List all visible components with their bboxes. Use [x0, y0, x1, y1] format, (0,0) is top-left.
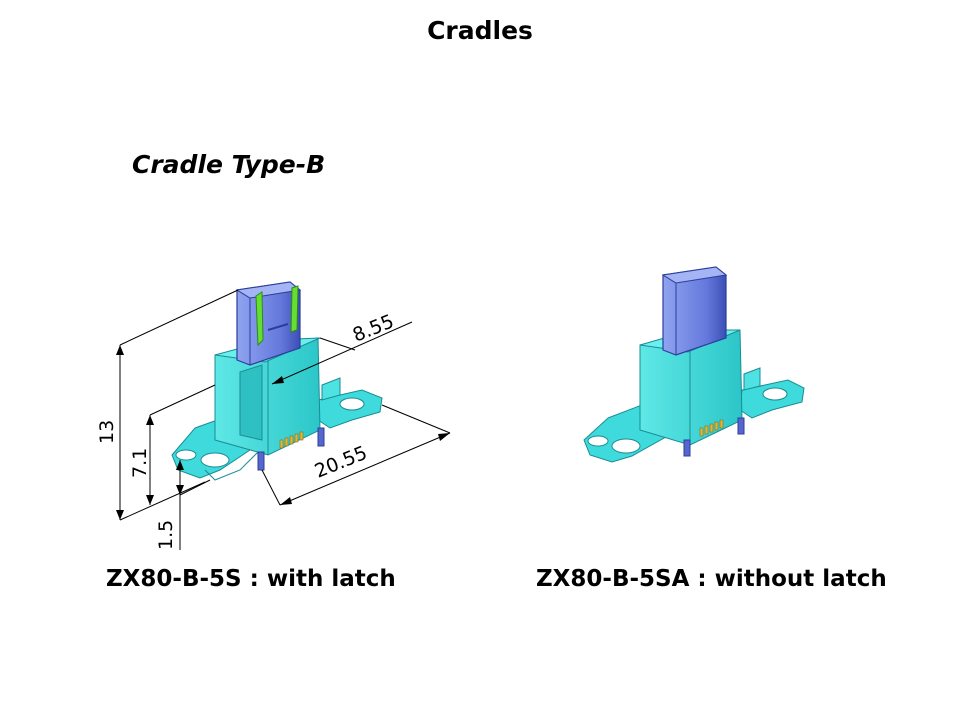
caption-with-latch: ZX80-B-5S : with latch	[106, 566, 396, 592]
connector-without-latch-illustration	[583, 266, 805, 463]
slide-title: Cradles	[427, 16, 533, 45]
dim-pin-length: 1.5	[155, 520, 177, 550]
dimension-lines	[119, 289, 451, 550]
dim-height-total: 13	[96, 420, 118, 444]
section-subtitle: Cradle Type-B	[132, 150, 326, 179]
dim-height-body: 7.1	[129, 448, 151, 478]
connector-with-latch-illustration	[171, 281, 383, 481]
dim-depth: 8.55	[350, 310, 397, 346]
caption-without-latch: ZX80-B-5SA : without latch	[536, 566, 887, 592]
dim-width: 20.55	[312, 442, 371, 483]
